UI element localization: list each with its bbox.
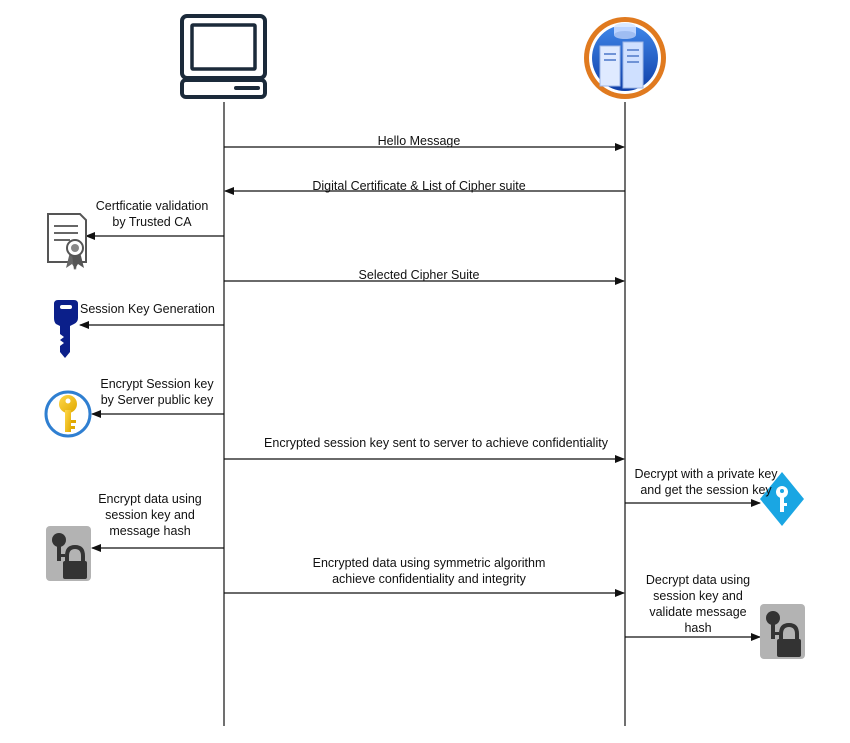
step-decrypt-data: Decrypt data using session key and valid… <box>645 573 751 635</box>
key-lock-icon <box>46 526 91 581</box>
key-diamond-icon <box>760 472 804 526</box>
message-certificate: Digital Certificate & List of Cipher sui… <box>312 179 526 193</box>
key-lock-icon <box>760 604 805 659</box>
step-cert-validation: Certficatie validation by Trusted CA <box>95 199 209 229</box>
step-encrypt-data: Encrypt data using session key and messa… <box>98 492 202 538</box>
message-encrypted-data: Encrypted data using symmetric algorithm… <box>312 556 546 586</box>
key-icon <box>54 300 78 358</box>
server-icon <box>584 17 666 99</box>
step-encrypt-key: Encrypt Session key by Server public key <box>100 377 214 407</box>
gold-key-icon <box>44 390 92 438</box>
message-cipher-suite: Selected Cipher Suite <box>358 268 480 282</box>
step-key-generation: Session Key Generation <box>80 302 215 316</box>
message-hello: Hello Message <box>377 134 461 148</box>
step-decrypt-key: Decrypt with a private key and get the s… <box>634 467 778 497</box>
computer-icon <box>180 14 267 99</box>
certificate-icon <box>47 213 87 270</box>
message-encrypted-key-sent: Encrypted session key sent to server to … <box>264 436 608 450</box>
